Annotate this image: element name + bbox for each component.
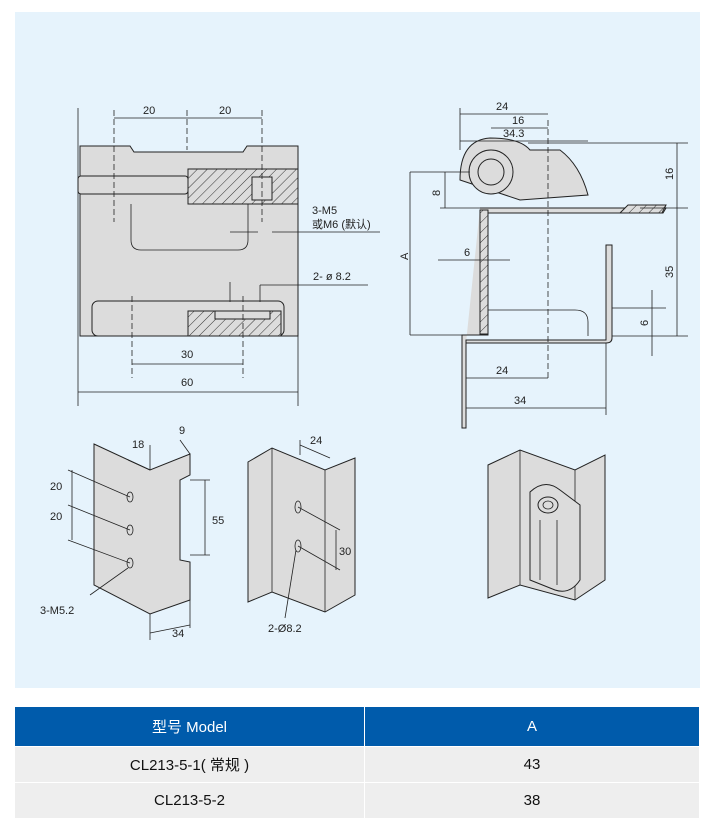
table-header-row: 型号 Model A [15, 707, 700, 747]
column-header-a: A [364, 707, 700, 747]
dim-label: 8 [431, 190, 443, 196]
table-row: CL213-5-1( 常规 ) 43 [15, 746, 700, 783]
dim-label: 24 [496, 365, 508, 377]
dim-label: 6 [639, 320, 651, 326]
leaf-right: 24 30 2-Ø8.2 [247, 435, 356, 635]
thread-label: 或M6 (默认) [312, 218, 371, 231]
dim-label: 30 [339, 546, 351, 558]
table-row: CL213-5-2 38 [15, 782, 700, 818]
dim-label: 16 [512, 115, 524, 127]
dim-label: 60 [181, 377, 193, 389]
hole-label: 2-Ø8.2 [268, 623, 302, 635]
front-view: 20 20 3-M5 或M6 (默认) 2- ø 8.2 30 60 [77, 105, 380, 406]
dim-label: 16 [664, 168, 676, 180]
dim-label: 9 [179, 425, 185, 437]
dim-label: 20 [50, 481, 62, 493]
hole-label: 2- ø 8.2 [313, 271, 351, 283]
column-header-model: 型号 Model [15, 707, 365, 747]
a-value-cell: 43 [364, 746, 700, 783]
leaf-left: 18 9 20 20 55 3-M5.2 34 [40, 425, 224, 640]
dim-label: 35 [664, 266, 676, 278]
dim-label: A [399, 252, 411, 260]
thread-label: 3-M5 [312, 205, 337, 217]
side-view: 24 16 34.3 16 8 A 6 35 6 24 34 [399, 101, 688, 429]
dim-label: 30 [181, 349, 193, 361]
dim-label: 34 [172, 628, 184, 640]
dim-label: 20 [143, 105, 155, 117]
dim-label: 20 [50, 511, 62, 523]
dim-label: 18 [132, 439, 144, 451]
dim-label: 6 [464, 247, 470, 259]
dim-label: 24 [496, 101, 508, 113]
model-cell: CL213-5-2 [15, 782, 365, 818]
dim-label: 20 [219, 105, 231, 117]
hole-label: 3-M5.2 [40, 605, 74, 617]
dim-label: 34 [514, 395, 526, 407]
a-value-cell: 38 [364, 782, 700, 818]
dim-label: 55 [212, 515, 224, 527]
dim-label: 34.3 [503, 128, 524, 140]
isometric-hinge-view [487, 449, 606, 601]
dim-label: 24 [310, 435, 322, 447]
model-cell: CL213-5-1( 常规 ) [15, 746, 365, 783]
technical-drawing: 20 20 3-M5 或M6 (默认) 2- ø 8.2 30 60 [15, 12, 700, 688]
model-spec-table: 型号 Model A CL213-5-1( 常规 ) 43 CL213-5-2 … [15, 707, 700, 818]
